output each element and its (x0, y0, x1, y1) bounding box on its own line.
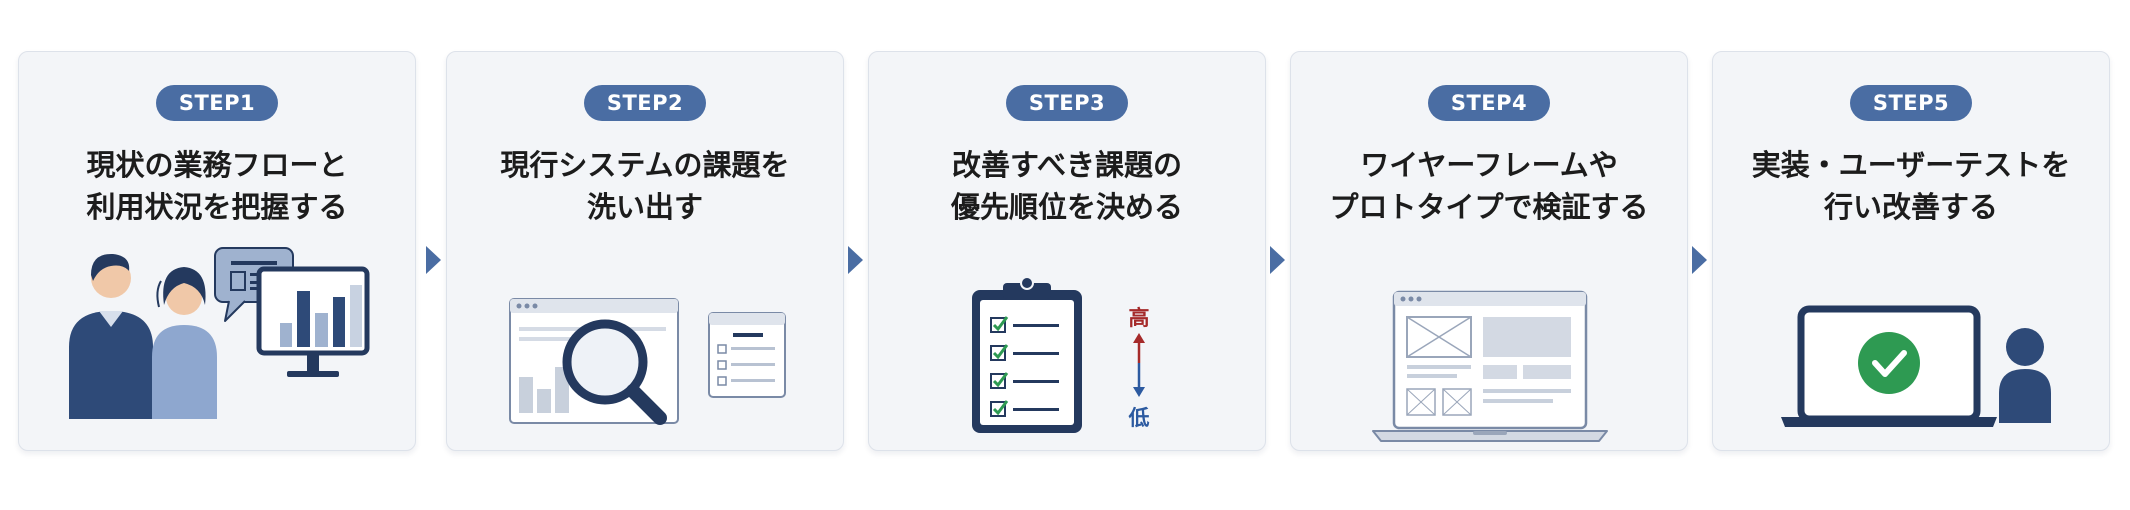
step-badge: STEP5 (1850, 85, 1972, 121)
flow-arrow (1692, 246, 1707, 274)
step-card-1: STEP1 現状の業務フローと 利用状況を把握する (18, 51, 416, 451)
step-title-line: 洗い出す (586, 190, 703, 224)
step4-illustration (1372, 290, 1608, 442)
step-title: ワイヤーフレームや プロトタイプで検証する (1301, 144, 1677, 228)
user-icon (1999, 328, 2051, 423)
step-badge: STEP2 (584, 85, 706, 121)
step-title-line: 現状の業務フローと (86, 148, 348, 182)
laptop-check-icon (1781, 305, 1997, 427)
step3-illustration: 高 低 (972, 276, 1150, 433)
step-card-3: STEP3 改善すべき課題の 優先順位を決める (868, 51, 1266, 451)
priority-low-label: 低 (1128, 406, 1150, 430)
step-title-line: 利用状況を把握する (86, 190, 348, 224)
step-card-5: STEP5 実装・ユーザーテストを 行い改善する (1712, 51, 2110, 451)
people-icon (69, 253, 217, 419)
priority-arrow-icon: 高 低 (1128, 306, 1150, 430)
magnifying-glass-icon (562, 319, 667, 425)
priority-high-label: 高 (1129, 306, 1150, 330)
step5-illustration (1781, 305, 2051, 427)
step-card-4: STEP4 ワイヤーフレームや プロトタイプで検証する (1290, 51, 1688, 451)
laptop-wireframe-icon (1372, 290, 1608, 442)
step-title-line: 改善すべき課題の (952, 148, 1182, 182)
step-badge: STEP4 (1428, 85, 1550, 121)
flow-arrow (426, 246, 441, 274)
step-title-line: プロトタイプで検証する (1329, 190, 1649, 224)
list-panel-icon (708, 312, 786, 398)
step-title-line: 実装・ユーザーテストを (1751, 148, 2071, 182)
step-title: 改善すべき課題の 優先順位を決める (879, 144, 1255, 228)
step-title: 実装・ユーザーテストを 行い改善する (1723, 144, 2099, 228)
clipboard-checklist-icon (972, 276, 1082, 433)
step-title-line: 行い改善する (1823, 190, 1998, 224)
step2-illustration (509, 298, 786, 425)
step-title-line: 現行システムの課題を (500, 148, 790, 182)
step-badge: STEP1 (156, 85, 278, 121)
step1-illustration (69, 247, 370, 419)
flow-arrow (1270, 246, 1285, 274)
step-title-line: 優先順位を決める (950, 190, 1183, 224)
flow-arrow (848, 246, 863, 274)
step-title: 現状の業務フローと 利用状況を把握する (29, 144, 405, 228)
step-title-line: ワイヤーフレームや (1360, 148, 1618, 182)
step-card-2: STEP2 現行システムの課題を 洗い出す (446, 51, 844, 451)
step-title: 現行システムの課題を 洗い出す (457, 144, 833, 228)
bar-chart-monitor-icon (256, 266, 370, 377)
step-badge: STEP3 (1006, 85, 1128, 121)
